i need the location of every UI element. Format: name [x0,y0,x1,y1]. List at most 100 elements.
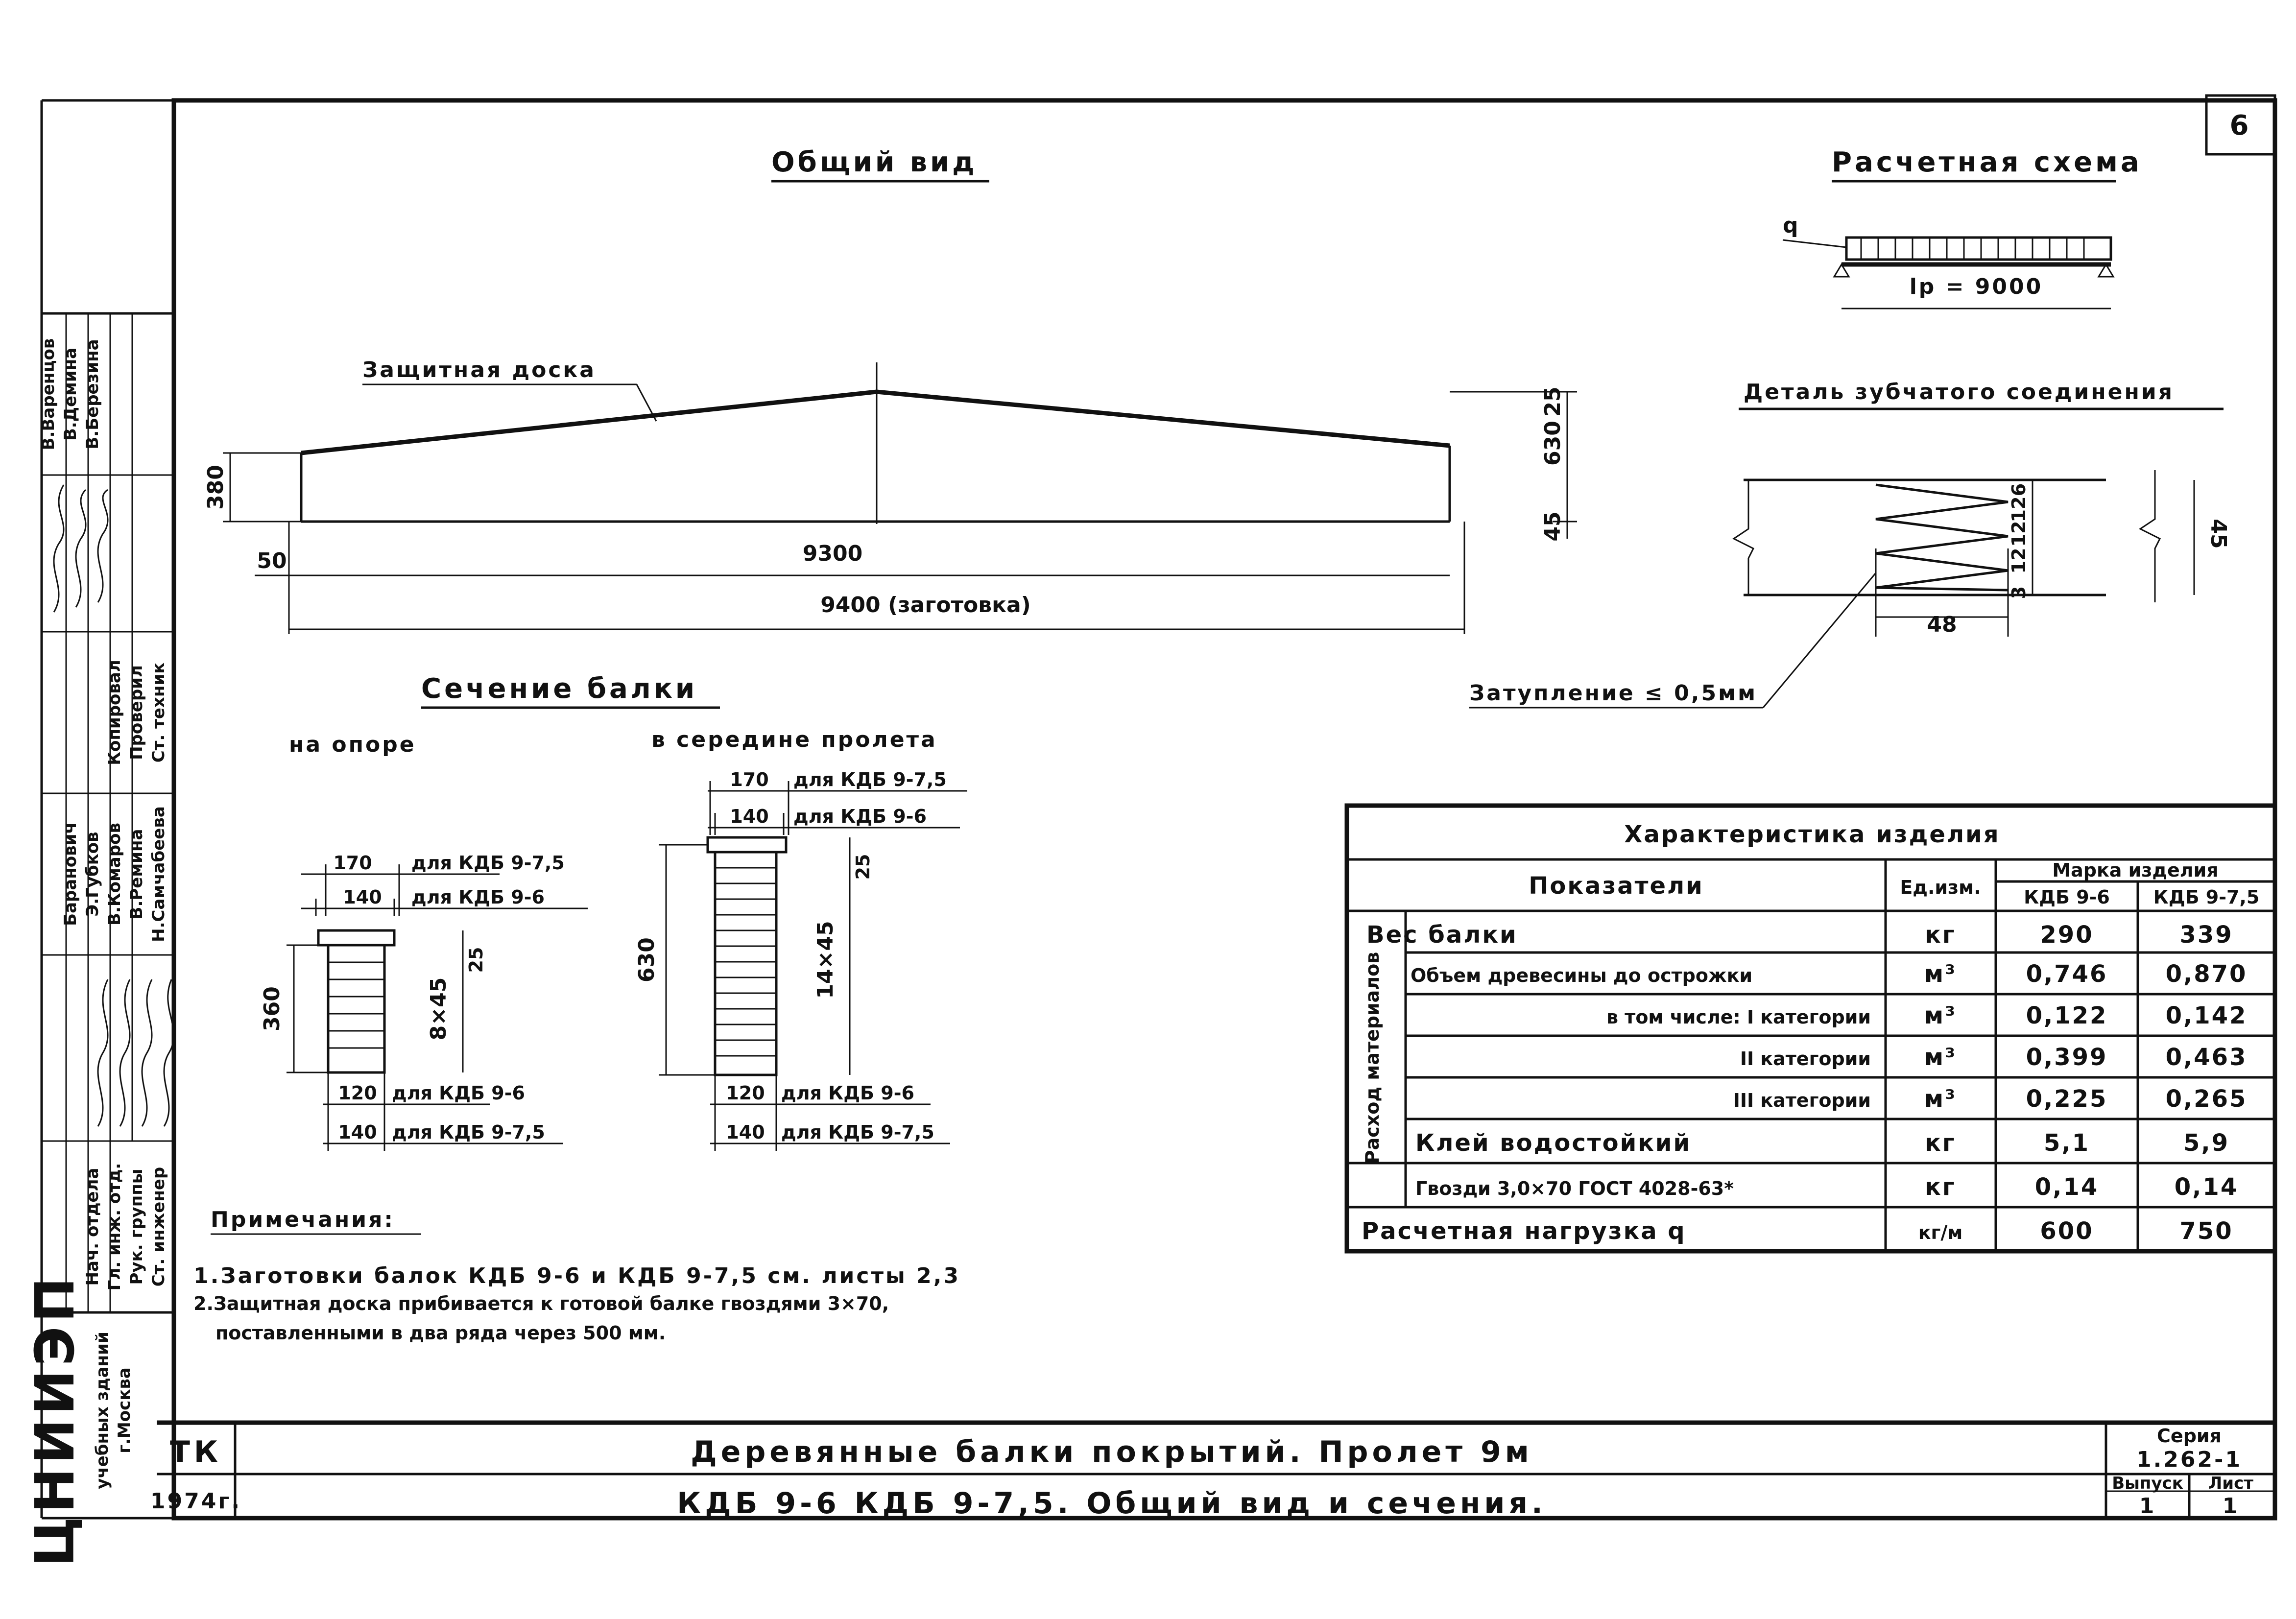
calc-scheme-right-support [2097,263,2115,278]
issue-value: 1 [2139,1494,2156,1519]
signature-scribble [141,979,153,1127]
tooth-detail-break-left [1732,480,1755,595]
stamp-role: Рук. группы [127,1169,146,1285]
stamp-name: Э.Губков [83,832,102,916]
stamp-role: Гл. инж. отд. [105,1163,124,1291]
tooth-blunting-label: Затупление ≤ 0,5мм [1469,681,1757,706]
support-top-140: 140 [343,886,382,908]
row-unit: м³ [1924,1044,1957,1071]
group-label: Расход материалов [1362,952,1383,1164]
row-name: Гвозди 3,0×70 ГОСТ 4028-63* [1415,1178,1734,1199]
support-bot-140-note: для КДБ 9-7,5 [392,1121,545,1143]
row-v1: 0,14 [2035,1173,2099,1201]
note-line-3: поставленными в два ряда через 500 мм. [215,1322,666,1344]
row-v2: 339 [2179,921,2233,949]
sheet-label: Лист [2208,1474,2253,1493]
row-unit: м³ [1924,1085,1957,1113]
signature-scribble [119,979,131,1127]
mid-top-offset: 25 [852,854,874,880]
row-name: Клей водостойкий [1415,1129,1691,1157]
stamp-name: В.Демина [61,348,80,441]
dim-left-height: 380 [203,465,228,510]
calc-scheme-left-support [1833,263,1850,278]
stamp-name: Баранович [61,822,80,926]
mid-top-170-note: для КДБ 9-7,5 [793,769,947,790]
support-top-170-note: для КДБ 9-7,5 [411,852,565,874]
row-unit: кг [1925,1129,1956,1157]
mid-top-140-note: для КДБ 9-6 [793,806,927,827]
support-top-170: 170 [333,852,372,874]
stamp-org-big: ЦНИИЭП [24,1273,86,1567]
signature-scribble [53,484,65,613]
section-mid-drawing [659,781,967,1151]
row-v2: 0,265 [2166,1085,2248,1113]
characteristics-table [1344,803,2277,1254]
row-unit: кг [1925,1173,1956,1201]
title-block-grid [157,1420,2275,1518]
calc-scheme-load-block [1845,236,2112,261]
stamp-name: Н.Самчабеева [149,806,168,942]
mid-bot-120: 120 [726,1082,765,1104]
sheet-mark: 6 [2230,110,2252,142]
stamp-role: Нач. отдела [83,1168,102,1286]
calc-scheme-title: Расчетная схема [1832,146,2142,178]
dim-right-height: 630 [1540,421,1565,466]
support-bot-120: 120 [338,1082,377,1104]
stamp-org-line-2: г.Москва [115,1367,134,1453]
row-v2: 0,14 [2175,1173,2238,1201]
calc-scheme-load-label: q [1783,213,1800,238]
row-name: Вес балки [1366,921,1518,949]
section-support-drawing [287,864,588,1151]
tooth-detail-dim-3: 3 [2008,586,2030,599]
sheet-mark-box [2205,94,2276,156]
signature-scribble [97,979,109,1127]
protective-board-label: Защитная доска [362,357,596,382]
stamp-role: Ст. инженер [149,1167,168,1287]
series-value: 1.262-1 [2136,1447,2242,1472]
issue-label: Выпуск [2112,1474,2183,1493]
signature-scribble [163,979,175,1127]
row-v1: 0,122 [2026,1002,2108,1029]
tooth-blunting-leader [1762,572,1877,708]
series-label: Серия [2157,1425,2222,1447]
mid-top-140: 140 [730,806,768,827]
mid-bot-140-note: для КДБ 9-7,5 [781,1121,934,1143]
note-line-1: 1.Заготовки балок КДБ 9-6 и КДБ 9-7,5 см… [193,1263,960,1288]
calc-scheme-load-hatch [1860,238,2085,260]
row-v2: 0,870 [2166,960,2248,988]
stamp-name: В.Варенцов [39,338,58,451]
signature-scribble [97,489,109,603]
section-support-label: на опоре [289,732,416,757]
dim-blank: 9400 (заготовка) [820,593,1031,618]
col-unit: Ед.изм. [1900,877,1981,898]
stamp-name: В.Ремина [127,829,146,920]
notes-title: Примечания: [211,1207,395,1232]
stamp-role: Проверил [127,665,146,760]
mid-height: 630 [634,937,659,982]
row-v1: 0,746 [2026,960,2108,988]
row-name: Расчетная нагрузка q [1362,1217,1686,1245]
row-name: II категории [1740,1048,1871,1070]
year: 1974г. [150,1489,241,1514]
support-bot-140: 140 [338,1121,377,1143]
row-v2: 0,142 [2166,1002,2248,1029]
tooth-detail-dim-12b: 12 [2008,521,2030,547]
mid-top-170: 170 [730,769,768,790]
section-title: Сечение балки [421,673,697,705]
stamp-role: Копировал [105,660,124,765]
stamp-name: В.Комаров [105,823,124,926]
row-v2: 750 [2179,1217,2233,1245]
row-unit: кг/м [1918,1222,1963,1243]
row-v1: 0,225 [2026,1085,2108,1113]
row-unit: кг [1925,921,1956,949]
tooth-detail-dim-height: 45 [2206,519,2231,548]
calc-scheme-span-label: lр = 9000 [1910,274,2043,299]
tooth-detail-finger-joint [1875,483,2009,592]
calc-scheme-load-leader [1782,239,1847,248]
row-name: III категории [1733,1090,1871,1111]
stamp-org-line-1: учебных зданий [93,1332,112,1489]
stamp-role: Ст. техник [149,663,168,763]
row-v2: 0,463 [2166,1044,2248,1071]
org-code: ТК [170,1435,222,1469]
